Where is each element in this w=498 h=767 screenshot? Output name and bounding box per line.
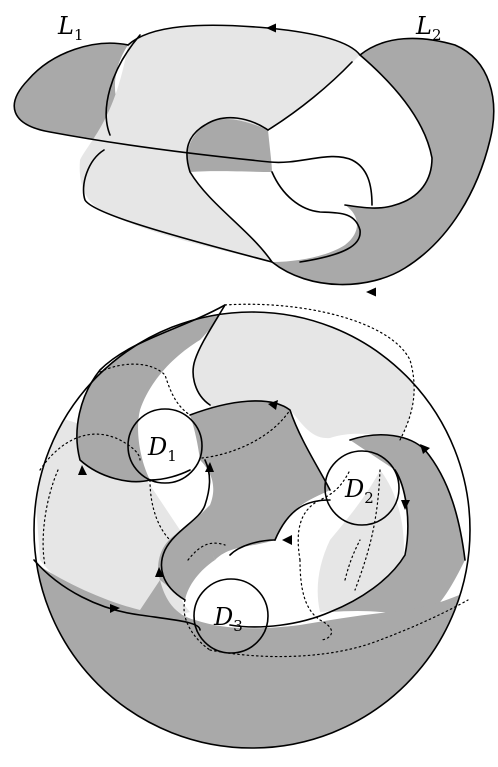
svg-text:D3: D3 (213, 603, 243, 635)
label-L2: L2 (415, 12, 441, 44)
ball-dark-region-arm-1 (77, 312, 225, 482)
surface-dark-region-middle (187, 118, 272, 172)
ball-dotted-curve-7 (187, 542, 226, 561)
ball-arrow-1 (268, 400, 278, 410)
top-link-diagram: L1 L2 (13, 12, 495, 297)
ball-dark-region-lower-left-arm (158, 505, 215, 600)
ball-dotted-curve-9 (299, 559, 333, 641)
ball-curve-9 (229, 539, 276, 556)
ball-arrow-2 (78, 465, 87, 475)
ball-arrow-4 (155, 567, 164, 577)
ball-curve-2 (192, 304, 226, 406)
orientation-arrow-bottom (366, 287, 376, 297)
ball-light-region-right (317, 470, 404, 612)
ball-light-region-left (34, 417, 190, 616)
link-strand-3 (186, 37, 495, 286)
ball-dotted-curve-3 (39, 433, 141, 471)
ball-arrow-7 (401, 500, 410, 510)
ball-dotted-curve-11 (354, 469, 381, 591)
disk-D1: D1 (127, 408, 203, 484)
orientation-arrow-top (266, 23, 276, 33)
bottom-ball-diagram: D1 D2 D3 (33, 303, 471, 749)
ball-dotted-curve-4 (201, 409, 291, 459)
ball-curve-3 (189, 400, 331, 491)
link-strand-5 (105, 34, 141, 136)
ball-arrow-8 (110, 604, 120, 613)
ball-dark-region-arm-2 (330, 434, 465, 620)
ball-curve-1 (76, 304, 226, 483)
ball-curve-8 (33, 559, 201, 631)
link-strand-2 (127, 24, 433, 209)
ball-dotted-curve-10 (209, 599, 469, 658)
link-strand-7 (271, 171, 361, 263)
link-strand-1 (13, 42, 373, 206)
link-strand-4 (267, 61, 353, 131)
ball-dotted-curve-13 (42, 469, 59, 566)
ball-arrow-5 (282, 535, 292, 545)
label-L1: L1 (57, 12, 83, 44)
ball-dotted-curve-2 (99, 363, 191, 416)
ball-curve-6 (274, 499, 331, 541)
ball-dotted-curve-5 (149, 479, 171, 541)
disk-D3: D3 (193, 578, 269, 654)
svg-text:D2: D2 (344, 475, 374, 507)
ball-boundary-circle (33, 311, 471, 749)
ball-dotted-curve-8 (183, 599, 211, 651)
ball-dark-region-center (190, 400, 330, 560)
ball-curve-10 (149, 469, 191, 481)
ball-arrow-3 (205, 462, 214, 472)
disk-D2: D2 (324, 450, 400, 526)
ball-dotted-curve-6 (297, 469, 351, 561)
ball-dark-region-bottom (34, 560, 470, 748)
surface-light-region-center (79, 25, 360, 262)
ball-dotted-curve-12 (344, 539, 361, 581)
link-strand-6 (82, 149, 273, 263)
ball-arrow-6 (420, 444, 430, 454)
surface-dark-region-right (272, 38, 494, 285)
svg-text:D1: D1 (147, 433, 177, 465)
